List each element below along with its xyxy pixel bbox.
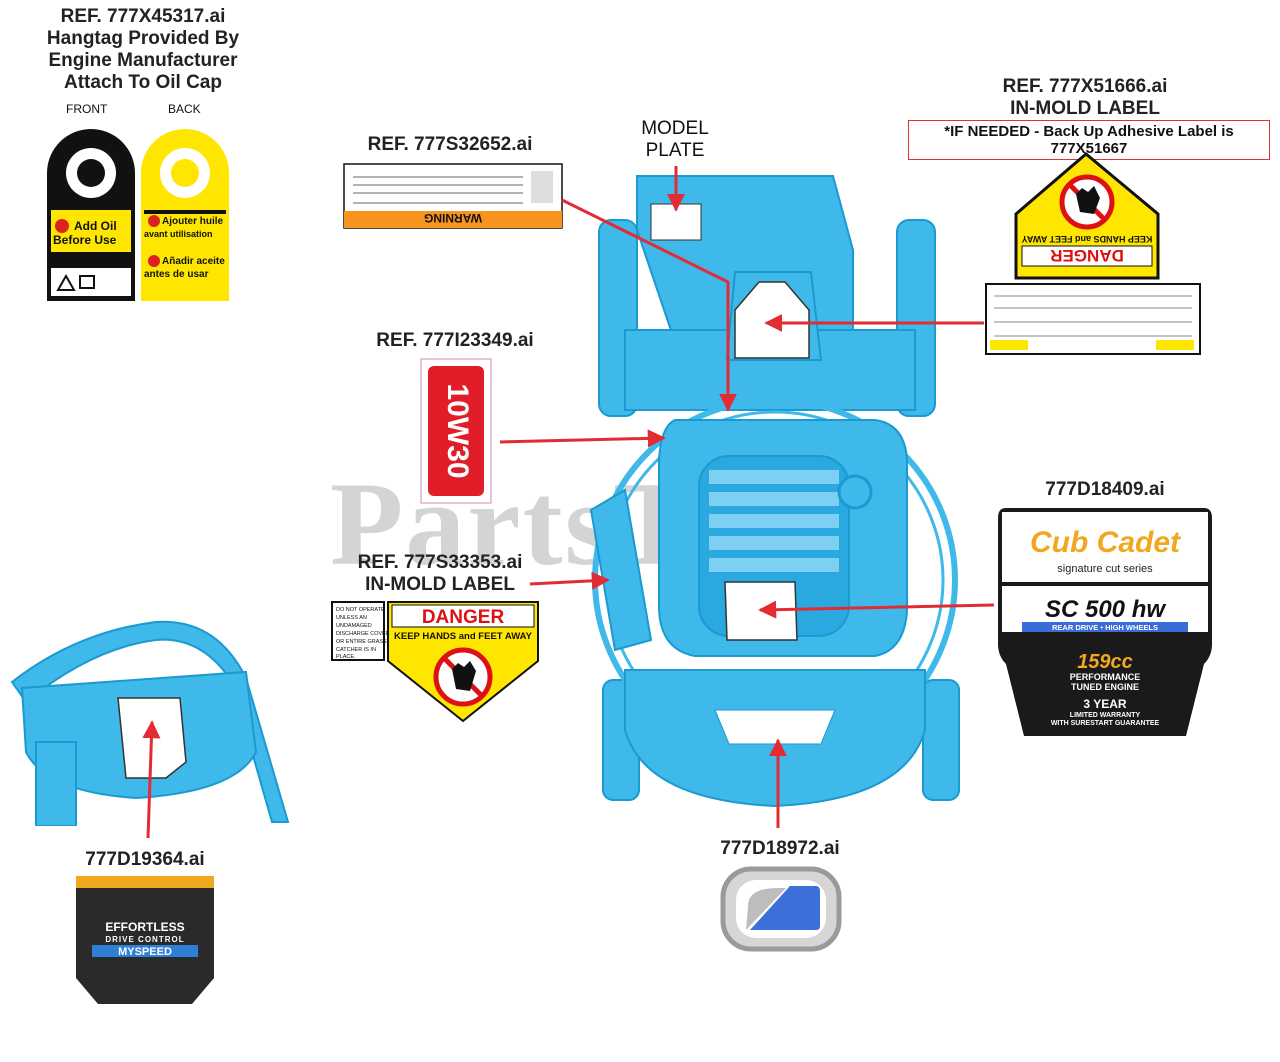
svg-text:MYSPEED: MYSPEED	[118, 946, 172, 958]
logo-label	[720, 866, 842, 952]
svg-text:UNDAMAGED: UNDAMAGED	[336, 623, 372, 629]
cubcadet-label: Cub Cadet signature cut series SC 500 hw…	[998, 508, 1212, 736]
myspeed-label: EFFORTLESS DRIVE CONTROL MYSPEED	[76, 876, 214, 1004]
hangtag-front-text2: Before Use	[53, 233, 117, 247]
svg-text:WITH SURESTART GUARANTEE: WITH SURESTART GUARANTEE	[1051, 720, 1160, 727]
hangtag-front-label: FRONT	[66, 102, 108, 116]
cubcadet-model: SC 500 hw	[1045, 596, 1166, 623]
myspeed-ref: 777D19364.ai	[85, 849, 205, 870]
svg-text:OR ENTIRE GRASS: OR ENTIRE GRASS	[336, 639, 387, 645]
warning-banner: WARNING	[424, 211, 482, 225]
inmold-bottom-keep: KEEP HANDS and FEET AWAY	[394, 631, 533, 642]
cubcadet-brand: Cub Cadet	[1030, 526, 1182, 559]
svg-text:LIMITED WARRANTY: LIMITED WARRANTY	[1070, 712, 1141, 719]
inmold-bottom-label: DO NOT OPERATE UNLESS AN UNDAMAGED DISCH…	[331, 601, 539, 723]
model-plate-title: MODEL PLATE	[641, 118, 709, 161]
cubcadet-ref: 777D18409.ai	[1045, 479, 1165, 500]
svg-text:PLACE.: PLACE.	[336, 654, 356, 660]
oil-text: 10W30	[441, 383, 474, 478]
hangtag-back-text3: Añadir aceite	[162, 256, 225, 267]
inmold-top-label: KEEP HANDS and FEET AWAY DANGER	[985, 152, 1201, 355]
svg-text:UNLESS AN: UNLESS AN	[336, 615, 367, 621]
inmold-top-danger: DANGER	[1050, 246, 1124, 265]
svg-text:TUNED ENGINE: TUNED ENGINE	[1071, 682, 1139, 692]
mower-top-view	[589, 175, 960, 808]
inmold-bottom-title: REF. 777S33353.ai IN-MOLD LABEL	[357, 552, 523, 595]
hangtag-back-text1: Ajouter huile	[162, 216, 224, 227]
cubcadet-series: signature cut series	[1057, 563, 1153, 575]
hangtag-front-text1: Add Oil	[74, 219, 117, 233]
inmold-bottom-danger: DANGER	[422, 607, 505, 628]
svg-text:DISCHARGE COVER: DISCHARGE COVER	[336, 631, 390, 637]
hangtag-back-label: BACK	[168, 102, 201, 116]
cubcadet-drive: REAR DRIVE • HIGH WHEELS	[1052, 623, 1158, 632]
hangtag-back-text4: antes de usar	[144, 269, 209, 280]
svg-text:CATCHER IS IN: CATCHER IS IN	[336, 647, 376, 653]
inmold-top-keep: KEEP HANDS and FEET AWAY	[1022, 234, 1153, 244]
inmold-top-title: REF. 777X51666.ai IN-MOLD LABEL	[1002, 76, 1168, 119]
inmold-top-note: *IF NEEDED - Back Up Adhesive Label is 7…	[908, 120, 1270, 160]
oil-label: 10W30	[420, 358, 492, 504]
cubcadet-year: 3 YEAR	[1083, 697, 1126, 711]
logo-ref: 777D18972.ai	[720, 838, 840, 859]
svg-text:PERFORMANCE: PERFORMANCE	[1070, 672, 1141, 682]
warning-label: WARNING	[343, 163, 563, 229]
cubcadet-cc: 159cc	[1077, 651, 1133, 673]
hangtag-back-text2: avant utilisation	[144, 229, 213, 239]
svg-text:EFFORTLESS: EFFORTLESS	[105, 920, 184, 934]
hangtag-illustration: Add Oil Before Use Ajouter huile avant u…	[47, 129, 229, 301]
svg-text:DO NOT OPERATE: DO NOT OPERATE	[336, 607, 385, 613]
warning-ref: REF. 777S32652.ai	[367, 134, 533, 155]
svg-text:DRIVE CONTROL: DRIVE CONTROL	[105, 935, 184, 944]
hangtag-title: REF. 777X45317.ai Hangtag Provided By En…	[46, 6, 240, 93]
oil-ref: REF. 777I23349.ai	[376, 330, 534, 351]
